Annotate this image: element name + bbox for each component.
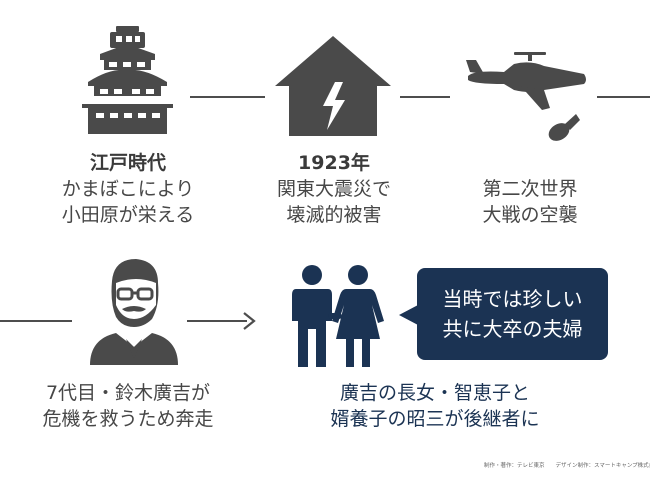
caption-successors-line-2: 婿養子の昭三が後継者に bbox=[330, 408, 540, 430]
credit-text: 制作・著作：テレビ東京 デザイン制作：スマートキャンプ株式会社 bbox=[484, 463, 650, 469]
caption-1923-line-1: 関東大震災で bbox=[276, 178, 391, 200]
connector-line-2 bbox=[400, 96, 450, 98]
caption-edo-line-1: かまぼこにより bbox=[61, 178, 195, 200]
caption-ww2-line-2: 大戦の空襲 bbox=[482, 204, 578, 226]
caption-successors: 廣吉の長女・智恵子と 婿養子の昭三が後継者に bbox=[300, 380, 570, 432]
connector-line-1 bbox=[190, 96, 265, 98]
caption-kokichi: 7代目・鈴木廣吉が 危機を救うため奔走 bbox=[18, 380, 238, 432]
caption-edo: 江戸時代 かまぼこにより 小田原が栄える bbox=[30, 150, 226, 228]
speech-bubble-tail bbox=[399, 305, 418, 325]
connector-line-4 bbox=[0, 320, 72, 322]
caption-successors-line-1: 廣吉の長女・智恵子と bbox=[339, 382, 530, 404]
caption-edo-title: 江戸時代 bbox=[89, 152, 166, 174]
bomber-plane-icon bbox=[466, 52, 586, 141]
connector-line-5 bbox=[187, 320, 247, 322]
caption-1923-title: 1923年 bbox=[298, 152, 370, 174]
arrow-head-icon bbox=[243, 312, 256, 330]
speech-bubble-line-2: 共に大卒の夫婦 bbox=[442, 317, 583, 341]
caption-ww2-line-1: 第二次世界 bbox=[482, 178, 578, 200]
caption-kokichi-line-2: 危機を救うため奔走 bbox=[42, 408, 214, 430]
connector-line-3 bbox=[597, 96, 650, 98]
castle-icon bbox=[82, 26, 173, 134]
speech-bubble-line-1: 当時では珍しい bbox=[442, 287, 583, 311]
couple-icon bbox=[292, 265, 384, 367]
damaged-house-icon bbox=[275, 36, 391, 136]
caption-ww2: 第二次世界 大戦の空襲 bbox=[450, 176, 610, 228]
caption-edo-line-2: 小田原が栄える bbox=[61, 204, 195, 226]
speech-bubble: 当時では珍しい 共に大卒の夫婦 bbox=[417, 268, 608, 360]
man-with-glasses-icon bbox=[90, 259, 178, 365]
caption-1923: 1923年 関東大震災で 壊滅的被害 bbox=[244, 150, 424, 228]
caption-kokichi-line-1: 7代目・鈴木廣吉が bbox=[45, 382, 211, 404]
caption-1923-line-2: 壊滅的被害 bbox=[286, 204, 382, 226]
